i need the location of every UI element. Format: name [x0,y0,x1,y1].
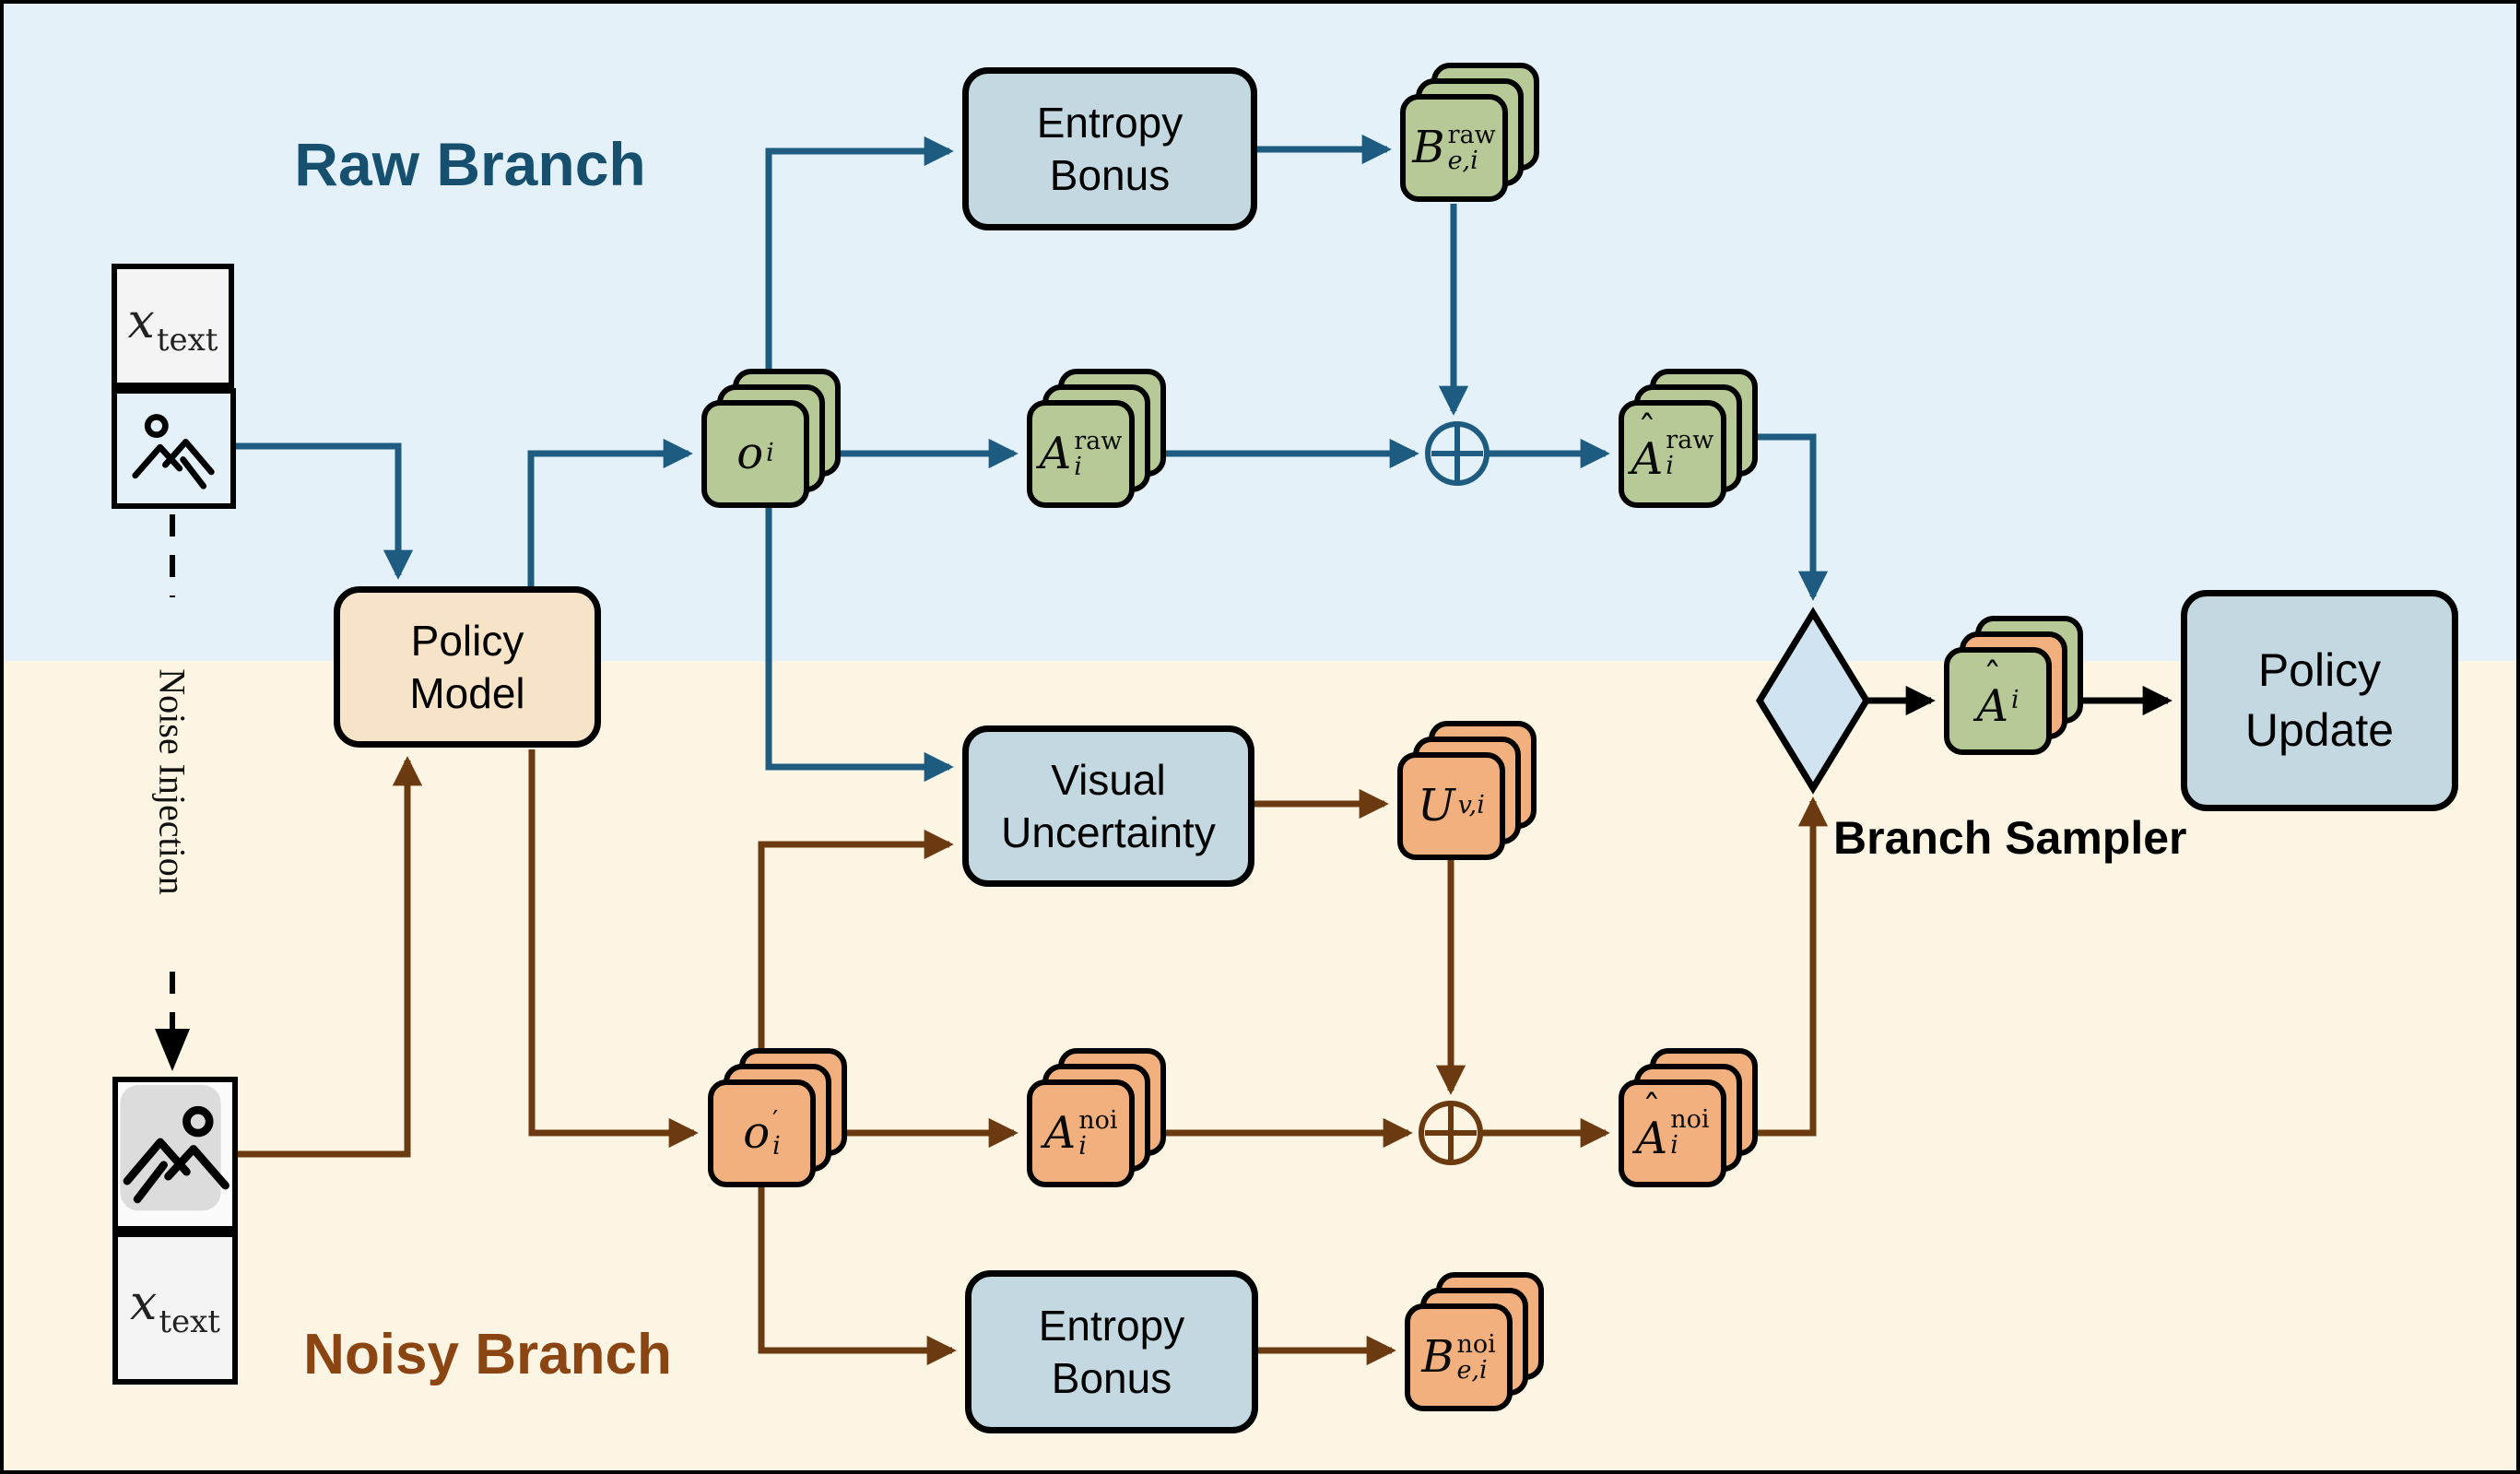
policy-update-box: Policy Update [2181,590,2458,811]
policy-update-line2: Update [2244,704,2395,756]
policy-model-line1: Policy [410,617,524,666]
visual-uncertainty-line2: Uncertainty [1001,808,1216,856]
noisy-branch-title: Noisy Branch [303,1323,672,1386]
ahat-noi-sub: i [1670,1131,1678,1161]
x-text-base: x [130,1276,158,1331]
b-raw-base: B [1412,122,1445,174]
o-noi-prime: ′ [772,1105,779,1135]
entropy-bonus-line1: Entropy [1036,99,1183,147]
a-raw-sup: raw [1074,426,1123,455]
b-raw-sub: e,i [1447,146,1478,175]
ahat-raw-base: A [1631,433,1664,486]
o-raw-base: o [736,428,764,480]
entropy-bonus-line2: Bonus [1051,1353,1172,1402]
policy-model-box: Policy Model [334,586,601,748]
ahat-noi-sup: noi [1670,1105,1710,1135]
x-text-sub: text [159,1303,220,1340]
entropy-bonus-noisy-box: Entropy Bonus [965,1270,1258,1433]
ahat-base: A [1976,680,2009,733]
u-sub: v,i [1457,791,1485,820]
o-noi-card-stack: o′i [708,1048,847,1187]
a-noi-sub: i [1078,1131,1087,1161]
noisy-image-input-box [112,1077,238,1232]
b-noi-sub: e,i [1456,1355,1488,1385]
ahat-sub: i [2011,686,2020,715]
ahat-raw-sup: raw [1666,426,1714,455]
stack-card-front: o′i [708,1079,816,1187]
b-noi-sup: noi [1456,1329,1496,1359]
noise-injection-label: Noise Injection [151,668,194,895]
noisy-text-input-box: xtext [112,1232,238,1385]
entropy-bonus-line1: Entropy [1038,1302,1185,1350]
a-noi-base: A [1043,1107,1077,1160]
raw-image-input-box [112,388,236,509]
policy-model-line2: Model [409,668,525,717]
noisy-image-icon [120,1084,230,1211]
visual-uncertainty-line1: Visual [1051,756,1166,805]
a-raw-base: A [1039,428,1072,480]
o-noi-sub: i [772,1131,781,1161]
b-raw-sup: raw [1447,120,1496,149]
raw-branch-title: Raw Branch [294,130,646,198]
entropy-bonus-line2: Bonus [1049,150,1171,199]
o-raw-sub: i [766,439,774,468]
x-text-base: x [127,293,155,349]
ahat-raw-sub: i [1666,452,1674,481]
noisy-branch-background [4,661,2516,1470]
image-icon [131,413,215,489]
x-text-sub: text [156,321,218,359]
raw-branch-background [4,4,2516,661]
o-noi-base: o [743,1107,771,1160]
a-raw-sub: i [1074,452,1082,481]
policy-update-line1: Policy [2257,644,2382,696]
u-base: U [1418,780,1455,832]
visual-uncertainty-box: Visual Uncertainty [962,725,1254,887]
a-noi-sup: noi [1078,1105,1118,1135]
ahat-noi-base: A [1635,1113,1668,1165]
entropy-bonus-raw-box: Entropy Bonus [962,67,1257,230]
raw-text-input-box: xtext [112,264,234,388]
branch-sampler-label: Branch Sampler [1833,812,2187,864]
b-noi-base: B [1421,1331,1454,1384]
